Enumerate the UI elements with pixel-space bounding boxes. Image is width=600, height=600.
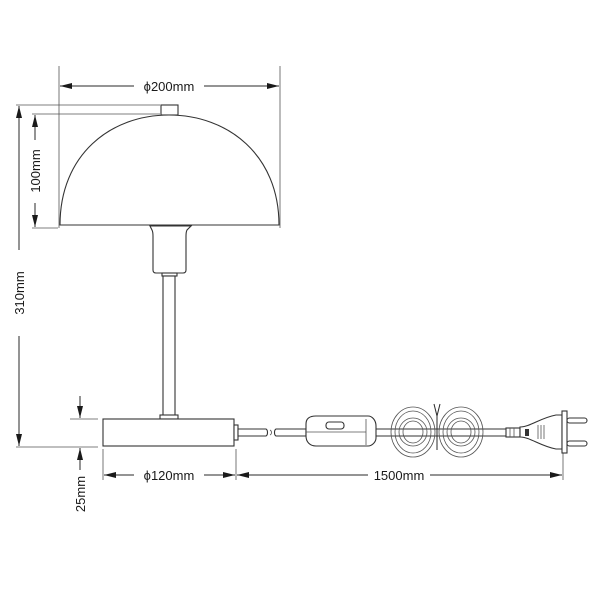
base-height-label: 25mm [73,476,88,512]
euro-plug [505,410,588,454]
inline-switch [305,415,377,447]
stem [162,275,176,418]
top-cap [160,104,179,116]
coiled-cable [390,403,484,458]
base-diameter-label: ϕ120mm [144,468,195,483]
round-base [102,418,235,447]
shade-height-dimension: 100mm [28,115,43,227]
shade-diameter-label: ϕ200mm [144,79,195,94]
base-height-dimension: 25mm [73,396,88,512]
total-height-label: 310mm [12,271,27,314]
stem-foot [159,414,179,420]
cable [237,428,512,437]
total-height-dimension: 310mm [12,106,27,446]
dome-shade [59,114,280,226]
shade-diameter-dimension: ϕ200mm [58,66,281,228]
cable-length-label: 1500mm [374,468,425,483]
socket-holder [149,225,193,274]
base-diameter-dimension: ϕ120mm [102,449,237,483]
shade-height-label: 100mm [28,149,43,192]
cable-grommet [233,424,239,441]
lamp-body [59,104,280,447]
